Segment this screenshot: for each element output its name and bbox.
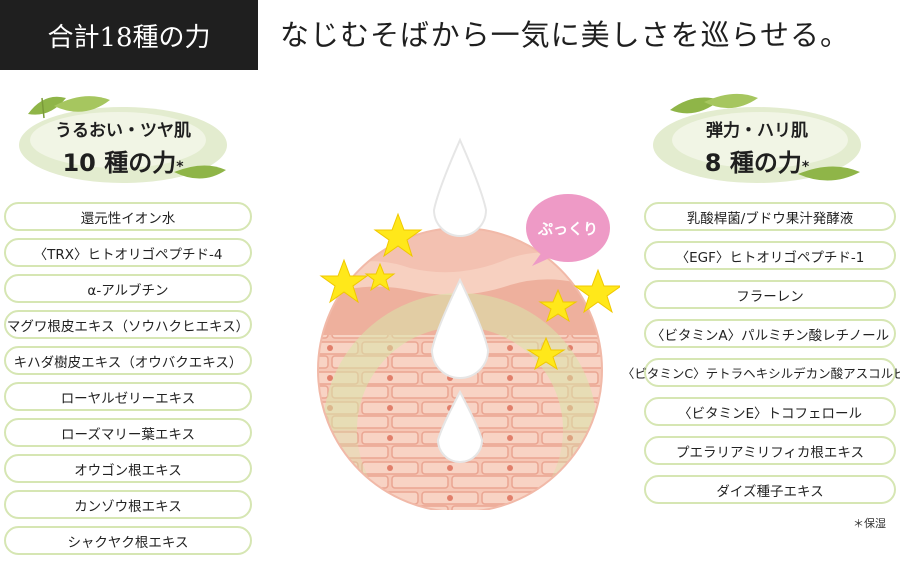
list-item: カンゾウ根エキス <box>4 490 252 519</box>
list-item: ローズマリー葉エキス <box>4 418 252 447</box>
puffy-bubble: ぷっくり <box>524 192 612 268</box>
list-item: マグワ根皮エキス（ソウハクヒエキス） <box>4 310 252 339</box>
right-group-title: 弾力・ハリ肌 <box>706 121 808 141</box>
list-item: プエラリアミリフィカ根エキス <box>644 436 896 465</box>
left-ingredient-list: 還元性イオン水 〈TRX〉ヒトオリゴペプチド-4 α-アルブチン マグワ根皮エキ… <box>4 202 252 562</box>
list-item: キハダ樹皮エキス（オウバクエキス） <box>4 346 252 375</box>
list-item: 〈ビタミンC〉テトラヘキシルデカン酸アスコルビル <box>622 358 900 387</box>
list-item: ダイズ種子エキス <box>644 475 896 504</box>
list-item: α-アルブチン <box>4 274 252 303</box>
skin-illustration <box>317 137 620 510</box>
list-item: オウゴン根エキス <box>4 454 252 483</box>
right-ingredient-list: 乳酸桿菌/ブドウ果汁発酵液 〈EGF〉ヒトオリゴペプチド-1 フラーレン 〈ビタ… <box>622 202 900 514</box>
list-item: 〈EGF〉ヒトオリゴペプチド-1 <box>644 241 896 270</box>
leaf-blob-left <box>19 96 227 183</box>
list-item: 還元性イオン水 <box>4 202 252 231</box>
list-item: フラーレン <box>644 280 896 309</box>
leaf-blob-right <box>653 93 861 183</box>
list-item: 〈ビタミンE〉トコフェロール <box>644 397 896 426</box>
list-item: 乳酸桿菌/ブドウ果汁発酵液 <box>644 202 896 231</box>
left-group-count: 10 種の力* <box>62 149 184 177</box>
list-item: 〈TRX〉ヒトオリゴペプチド-4 <box>4 238 252 267</box>
headline: なじむそばから一気に美しさを巡らせる。 <box>280 18 851 52</box>
star-icon <box>319 212 620 371</box>
right-group-header: 弾力・ハリ肌 8 種の力* <box>648 90 866 188</box>
list-item: ローヤルゼリーエキス <box>4 382 252 411</box>
footnote: ＊保湿 <box>853 517 886 530</box>
left-group-title: うるおい・ツヤ肌 <box>55 121 191 141</box>
badge-text: 合計18種の力 <box>47 22 211 53</box>
list-item: 〈ビタミンA〉パルミチン酸レチノール <box>644 319 896 348</box>
left-group-header: うるおい・ツヤ肌 10 種の力* <box>14 90 232 188</box>
title-badge: 合計18種の力 <box>0 0 258 70</box>
bubble-text: ぷっくり <box>537 220 598 238</box>
right-group-count: 8 種の力* <box>704 149 810 177</box>
droplet-icon <box>430 137 490 463</box>
